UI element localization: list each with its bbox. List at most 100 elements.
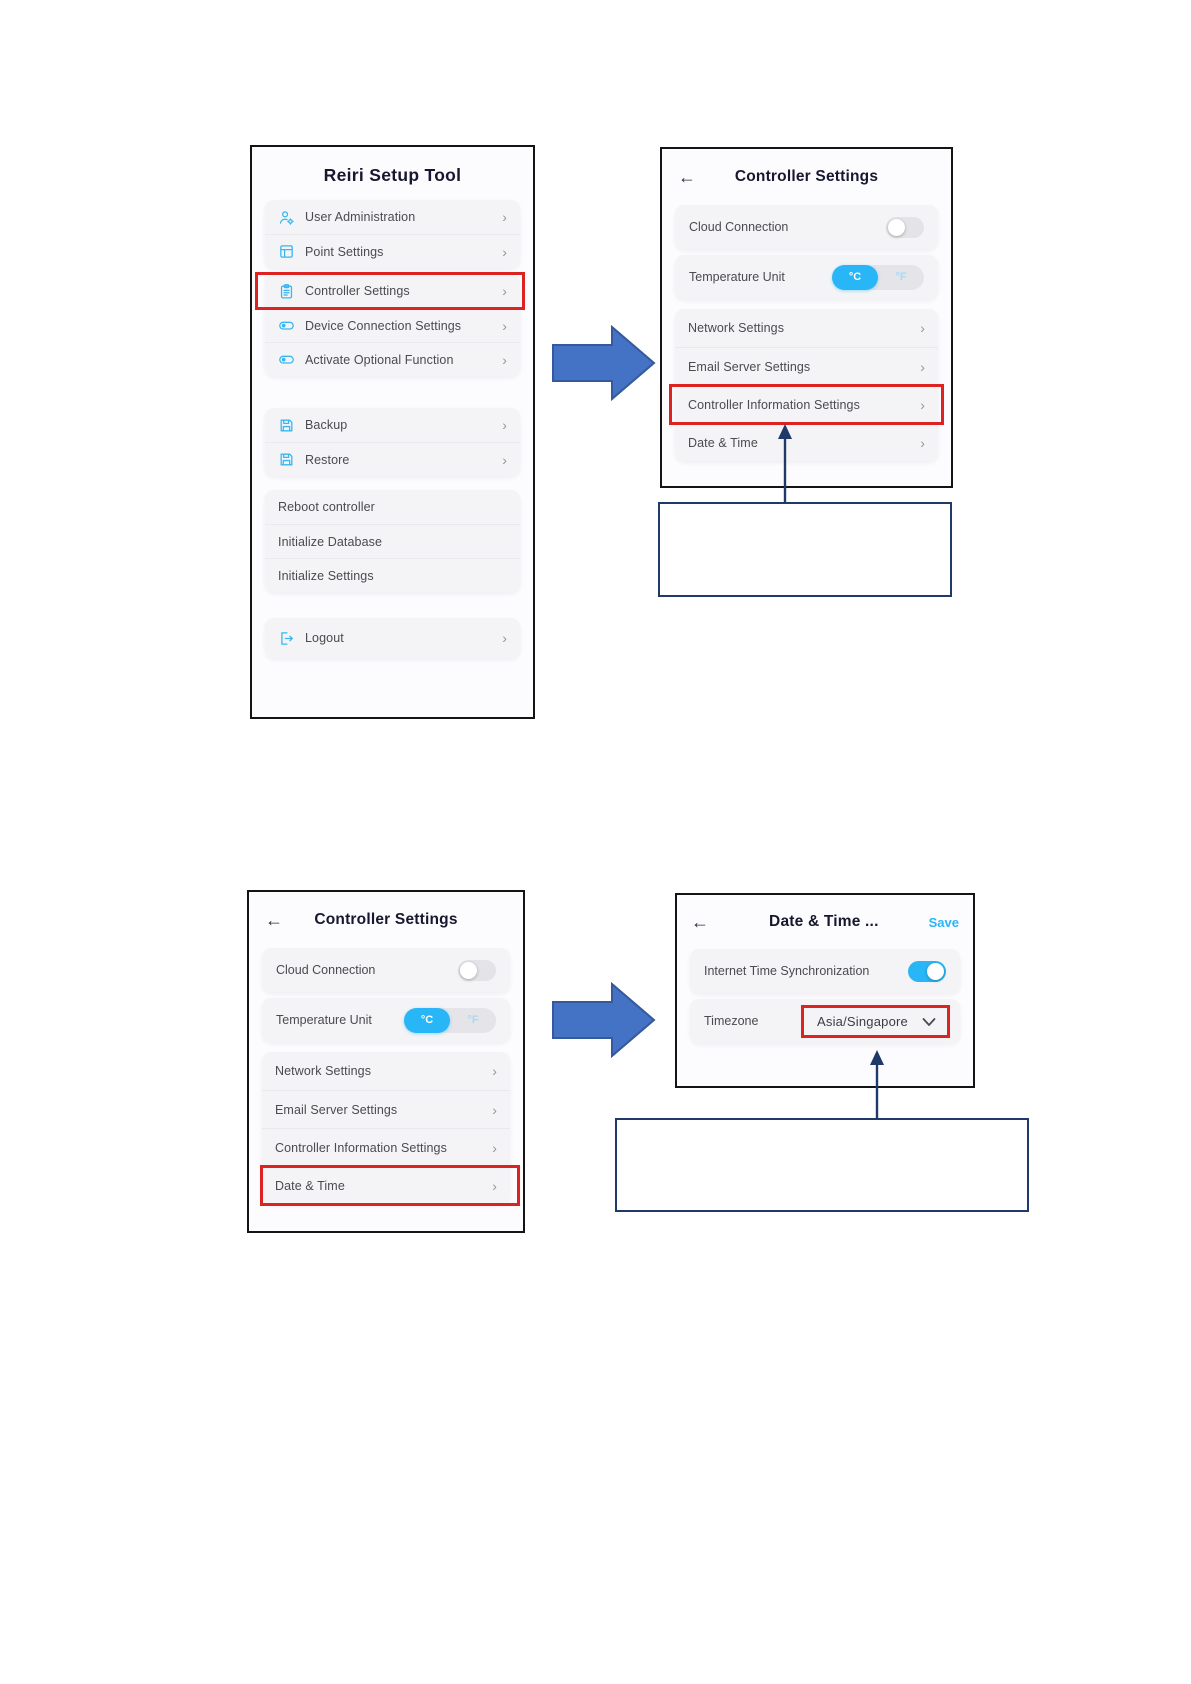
- chevron-down-icon: [922, 1016, 936, 1026]
- menu-group-5: Logout ›: [265, 618, 520, 658]
- connector-arrow-to-controller-information: [778, 424, 792, 502]
- nav-item-controller-information-settings[interactable]: Controller Information Settings ›: [262, 1128, 510, 1166]
- celsius-option[interactable]: °C: [832, 264, 878, 290]
- menu-group-3: Backup › Restore ›: [265, 408, 520, 476]
- flow-arrow-right-top: [552, 325, 656, 401]
- chevron-right-icon: ›: [492, 1101, 497, 1118]
- logout-icon: [278, 630, 295, 647]
- temperature-unit-row: Temperature Unit °C °F: [262, 998, 510, 1042]
- nav-item-controller-information-settings[interactable]: Controller Information Settings ›: [669, 384, 944, 425]
- temperature-unit-card: Temperature Unit °C °F: [262, 998, 510, 1042]
- chevron-right-icon: ›: [920, 434, 925, 451]
- temperature-unit-card: Temperature Unit °C °F: [675, 255, 938, 299]
- back-arrow-icon[interactable]: ←: [678, 167, 696, 187]
- cloud-connection-row: Cloud Connection: [262, 948, 510, 992]
- toggle-knob: [460, 961, 477, 979]
- timezone-row: Timezone Asia/Singapore: [690, 999, 960, 1043]
- annotation-box-timezone: [615, 1118, 1029, 1212]
- cloud-connection-toggle[interactable]: [458, 959, 496, 981]
- menu-item-label: Activate Optional Function: [305, 352, 454, 367]
- timezone-label: Timezone: [704, 1014, 759, 1028]
- flow-arrow-right-bottom: [552, 982, 656, 1058]
- nav-item-email-server-settings[interactable]: Email Server Settings ›: [262, 1090, 510, 1128]
- chevron-right-icon: ›: [502, 630, 507, 646]
- chevron-right-icon: ›: [502, 351, 507, 368]
- temperature-unit-segmented-control: °C °F: [404, 1007, 496, 1033]
- chevron-right-icon: ›: [502, 209, 507, 225]
- nav-item-label: Network Settings: [275, 1064, 372, 1078]
- timezone-card: Timezone Asia/Singapore: [690, 999, 960, 1043]
- temperature-unit-segmented-control: °C °F: [832, 264, 924, 290]
- nav-item-label: Email Server Settings: [275, 1102, 398, 1117]
- menu-item-label: Logout: [305, 631, 344, 645]
- menu-item-user-administration[interactable]: User Administration ›: [265, 200, 520, 234]
- timezone-value: Asia/Singapore: [817, 1013, 908, 1029]
- chevron-right-icon: ›: [502, 417, 507, 433]
- internet-time-sync-toggle[interactable]: [908, 960, 946, 982]
- cloud-connection-toggle[interactable]: [886, 216, 924, 238]
- menu-item-controller-settings[interactable]: Controller Settings ›: [255, 272, 525, 310]
- cloud-connection-card: Cloud Connection: [675, 205, 938, 249]
- menu-item-initialize-settings[interactable]: Initialize Settings: [265, 558, 520, 592]
- timezone-dropdown[interactable]: Asia/Singapore: [801, 1004, 950, 1038]
- save-button[interactable]: Save: [928, 914, 959, 930]
- nav-item-label: Date & Time: [275, 1178, 345, 1193]
- settings-nav-card: Network Settings › Email Server Settings…: [260, 1052, 520, 1206]
- menu-item-reboot-controller[interactable]: Reboot controller: [265, 490, 520, 524]
- fahrenheit-option[interactable]: °F: [467, 1013, 479, 1026]
- user-gear-icon: [278, 209, 295, 226]
- nav-item-date-time[interactable]: Date & Time ›: [675, 423, 938, 461]
- toggle-icon: [278, 317, 295, 334]
- chevron-right-icon: ›: [492, 1177, 497, 1194]
- menu-item-label: User Administration: [305, 210, 416, 224]
- internet-time-sync-row: Internet Time Synchronization: [690, 949, 960, 993]
- menu-item-point-settings[interactable]: Point Settings ›: [265, 234, 520, 268]
- menu-item-label: Backup: [305, 418, 348, 432]
- settings-nav-card: Network Settings › Email Server Settings…: [669, 309, 944, 461]
- nav-item-label: Email Server Settings: [688, 359, 811, 374]
- nav-item-label: Controller Information Settings: [275, 1140, 447, 1155]
- menu-item-logout[interactable]: Logout ›: [265, 618, 520, 658]
- connector-arrow-to-timezone: [870, 1050, 884, 1118]
- chevron-right-icon: ›: [502, 243, 507, 260]
- cloud-connection-row: Cloud Connection: [675, 205, 938, 249]
- nav-item-network-settings[interactable]: Network Settings ›: [675, 309, 938, 347]
- screen-title: Date & Time ...: [769, 913, 879, 930]
- menu-item-label: Reboot controller: [278, 500, 375, 514]
- chevron-right-icon: ›: [502, 317, 507, 334]
- internet-time-sync-card: Internet Time Synchronization: [690, 949, 960, 993]
- temperature-unit-label: Temperature Unit: [689, 270, 785, 284]
- chevron-right-icon: ›: [502, 283, 507, 299]
- nav-item-label: Network Settings: [688, 321, 785, 335]
- menu-group-1: User Administration › Point Settings ›: [265, 200, 520, 268]
- celsius-option[interactable]: °C: [404, 1007, 450, 1033]
- menu-group-2: Controller Settings › Device Connection …: [255, 272, 525, 376]
- menu-item-activate-optional-function[interactable]: Activate Optional Function ›: [265, 342, 520, 376]
- page-title: Reiri Setup Tool: [323, 165, 462, 185]
- cloud-connection-label: Cloud Connection: [276, 963, 376, 977]
- menu-item-initialize-database[interactable]: Initialize Database: [265, 524, 520, 558]
- cloud-connection-card: Cloud Connection: [262, 948, 510, 992]
- toggle-knob: [888, 218, 905, 236]
- back-arrow-icon[interactable]: ←: [691, 912, 709, 932]
- grid-icon: [278, 243, 295, 260]
- menu-item-device-connection-settings[interactable]: Device Connection Settings ›: [265, 308, 520, 342]
- menu-item-backup[interactable]: Backup ›: [265, 408, 520, 442]
- nav-item-date-time[interactable]: Date & Time ›: [260, 1165, 520, 1206]
- back-arrow-icon[interactable]: ←: [265, 910, 283, 930]
- nav-item-network-settings[interactable]: Network Settings ›: [262, 1052, 510, 1090]
- screen-header: ← Date & Time ... Save: [677, 895, 973, 935]
- temperature-unit-label: Temperature Unit: [276, 1013, 372, 1027]
- fahrenheit-option[interactable]: °F: [895, 270, 907, 283]
- screen-controller-settings-bottom: ← Controller Settings Cloud Connection T…: [247, 890, 525, 1233]
- nav-item-email-server-settings[interactable]: Email Server Settings ›: [675, 347, 938, 385]
- menu-item-label: Point Settings: [305, 244, 384, 259]
- menu-item-restore[interactable]: Restore ›: [265, 442, 520, 476]
- chevron-right-icon: ›: [492, 1139, 497, 1156]
- screen-header: ← Controller Settings: [249, 892, 523, 932]
- chevron-right-icon: ›: [920, 320, 925, 336]
- toggle-icon: [278, 351, 295, 368]
- annotation-box-controller-information: [658, 502, 952, 597]
- menu-item-label: Initialize Database: [278, 534, 383, 549]
